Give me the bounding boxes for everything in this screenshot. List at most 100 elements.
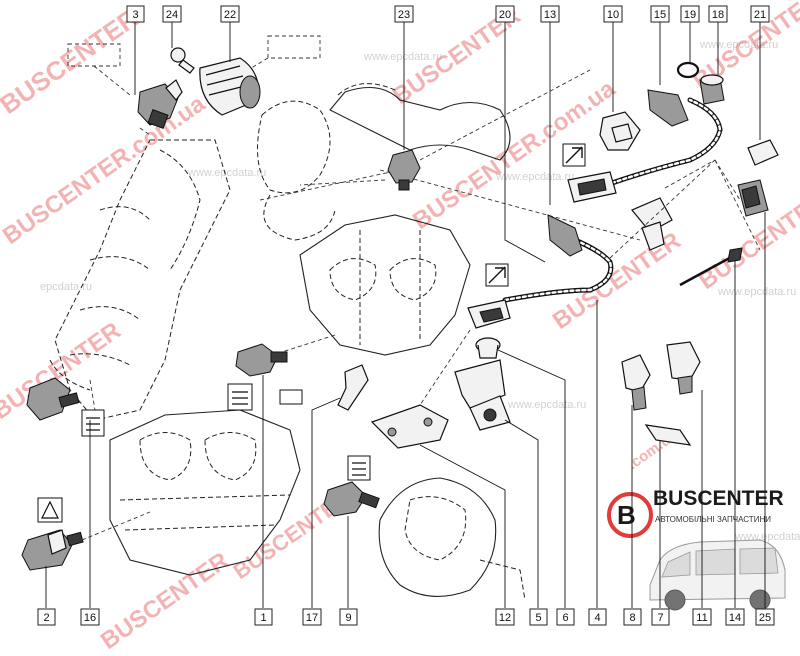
manual-icons: [37, 143, 586, 523]
watermark-epc: epcdata.ru: [40, 281, 92, 293]
part-9-sensor: [323, 481, 380, 517]
svg-text:6: 6: [562, 612, 568, 624]
svg-text:25: 25: [759, 612, 771, 624]
watermark-epc: www.epcdata.ru: [717, 286, 796, 298]
svg-text:19: 19: [684, 9, 696, 21]
warning-icon: [37, 497, 63, 523]
svg-text:8: 8: [629, 612, 635, 624]
callout-21[interactable]: 21: [750, 5, 770, 23]
svg-text:17: 17: [306, 612, 318, 624]
callout-row-bottom: 2 16 1 17 9 12 5 6 4 8 7 11 14 25: [37, 608, 775, 626]
logo-subtitle: АВТОМОБІЛЬНІ ЗАПЧАСТИНИ: [655, 515, 771, 524]
part-4-oxygen-sensor: [467, 214, 614, 329]
callout-8[interactable]: 8: [623, 608, 642, 626]
van-illustration: [649, 539, 786, 611]
watermark-brand-domain: BUSCENTER.com.ua: [0, 90, 211, 250]
logo-name: BUSCENTER: [653, 487, 784, 510]
leader-lines: [45, 22, 766, 608]
note-boxes: [67, 35, 321, 96]
part-25-connector: [737, 179, 769, 217]
callout-2[interactable]: 2: [37, 608, 56, 626]
svg-text:11: 11: [696, 612, 707, 624]
callout-9[interactable]: 9: [339, 608, 358, 626]
callout-18[interactable]: 18: [708, 5, 728, 23]
callout-19[interactable]: 19: [680, 5, 700, 23]
callout-7[interactable]: 7: [651, 608, 670, 626]
callout-25[interactable]: 25: [755, 608, 775, 626]
svg-text:4: 4: [594, 612, 600, 624]
part-10-clip: [599, 111, 641, 151]
watermark-brand: BUSCENTER: [96, 547, 234, 655]
part-11-clip: [666, 341, 701, 395]
logo-ring: [607, 492, 653, 538]
part-7-bracket: [644, 424, 692, 446]
reference-box: [279, 389, 303, 405]
watermark-epc: www.epcdata.ru: [495, 171, 574, 183]
part-1-sensor: [235, 343, 288, 377]
callout-16[interactable]: 16: [80, 608, 100, 626]
callout-24[interactable]: 24: [162, 5, 182, 23]
svg-text:1: 1: [260, 612, 266, 624]
callout-22[interactable]: 22: [220, 5, 240, 23]
manual-icon: [562, 143, 586, 167]
logo-letter-b: B: [617, 500, 636, 530]
callout-6[interactable]: 6: [556, 608, 575, 626]
tool-icon: [81, 409, 105, 437]
part-6-grommet: [475, 337, 501, 359]
svg-text:21: 21: [754, 9, 766, 21]
watermark-brand: BUSCENTER: [0, 2, 144, 120]
watermark-epc: www.epcdata.ru: [699, 39, 778, 51]
callout-row-top: 3 24 22 23 20 13 10 15 19 18 21: [126, 5, 770, 23]
callout-11[interactable]: 11: [692, 608, 712, 626]
svg-text:10: 10: [607, 9, 619, 21]
svg-text:16: 16: [84, 612, 96, 624]
watermark-epc: www.epcdata.ru: [507, 399, 586, 411]
callout-17[interactable]: 17: [302, 608, 322, 626]
callout-3[interactable]: 3: [126, 5, 145, 23]
svg-text:22: 22: [224, 9, 236, 21]
watermark-epc: www.epcdata.ru: [187, 167, 266, 179]
part-5-bracket: [454, 359, 511, 431]
svg-text:9: 9: [345, 612, 351, 624]
part-24-bolt: [170, 47, 195, 74]
svg-text:5: 5: [535, 612, 541, 624]
part-19-o-ring: [676, 61, 700, 79]
parts: [21, 47, 779, 571]
part-14-cable-tie: [679, 247, 743, 287]
callout-23[interactable]: 23: [394, 5, 414, 23]
engine-outlines: [49, 69, 641, 601]
part-18-plug: [699, 74, 725, 105]
svg-text:7: 7: [657, 612, 663, 624]
part-2-sensor: [21, 529, 84, 571]
svg-text:12: 12: [499, 612, 511, 624]
callout-12[interactable]: 12: [495, 608, 515, 626]
svg-text:13: 13: [544, 9, 556, 21]
part-8-clip: [621, 354, 651, 411]
part-16-sensor: [26, 377, 80, 421]
reference-box-top: [267, 35, 321, 59]
watermark-brand-domain: BUSCENTER.com.ua: [408, 75, 621, 235]
part-21-clip: [747, 139, 779, 166]
svg-text:23: 23: [398, 9, 410, 21]
part-17-bracket: [337, 364, 369, 411]
watermark-epc: www.epcdata.ru: [363, 51, 442, 63]
svg-text:2: 2: [43, 612, 49, 624]
callout-15[interactable]: 15: [650, 5, 670, 23]
svg-text:20: 20: [499, 9, 511, 21]
callout-4[interactable]: 4: [588, 608, 607, 626]
svg-text:15: 15: [654, 9, 666, 21]
svg-text:3: 3: [132, 9, 138, 21]
callout-14[interactable]: 14: [725, 608, 745, 626]
part-3-sensor: [137, 79, 183, 129]
callout-13[interactable]: 13: [540, 5, 560, 23]
tool-icon: [227, 383, 253, 411]
svg-text:18: 18: [712, 9, 724, 21]
part-12-bracket: [370, 404, 449, 449]
part-22-valve: [199, 57, 261, 116]
callout-20[interactable]: 20: [495, 5, 515, 23]
callout-1[interactable]: 1: [254, 608, 273, 626]
callout-5[interactable]: 5: [529, 608, 548, 626]
callout-10[interactable]: 10: [603, 5, 623, 23]
part-15-oxygen-sensor: [567, 89, 723, 203]
